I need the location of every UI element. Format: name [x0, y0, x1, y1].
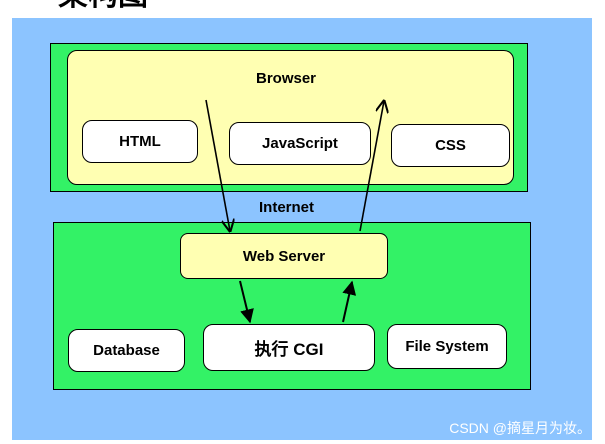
internet-label: Internet [259, 199, 315, 216]
file-system-box: File System [387, 324, 507, 369]
html-box: HTML [82, 120, 198, 163]
cgi-box: 执行 CGI [203, 324, 375, 371]
javascript-box: JavaScript [229, 122, 371, 165]
browser-label: Browser [256, 70, 317, 87]
database-box: Database [68, 329, 185, 372]
csdn-watermark: CSDN @摘星月为妆。 [449, 420, 591, 436]
page-title: 架构图 [58, 0, 148, 12]
web-server-box: Web Server [180, 233, 388, 279]
css-box: CSS [391, 124, 510, 167]
